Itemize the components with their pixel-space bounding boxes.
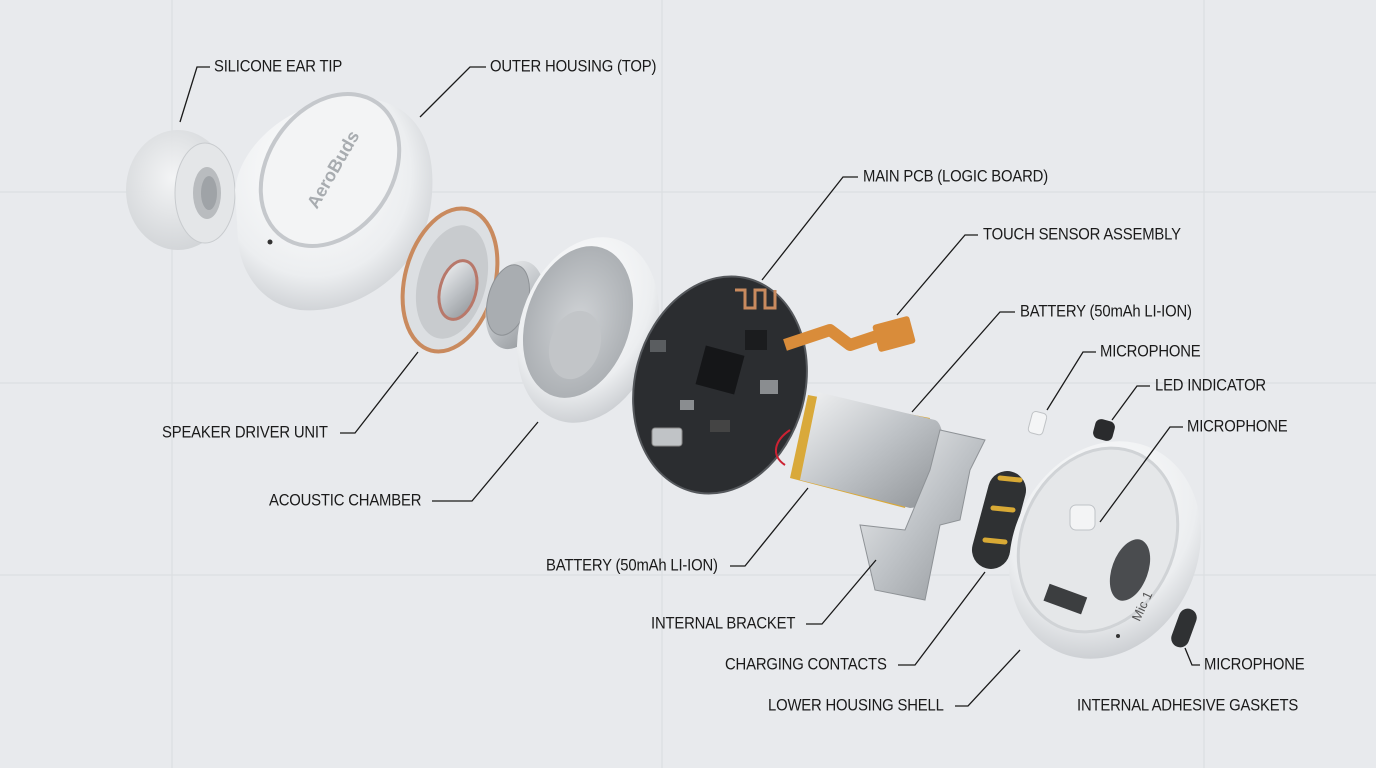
- microphone-part: [1027, 410, 1048, 436]
- outer-housing-top: AeroBuds: [235, 91, 433, 311]
- label-led-indicator: LED INDICATOR: [1155, 376, 1266, 395]
- microphone-mesh-part: [1171, 608, 1197, 648]
- label-battery-bottom: BATTERY (50mAh LI-ION): [546, 556, 718, 575]
- battery: [775, 392, 944, 508]
- acoustic-chamber: [516, 237, 660, 423]
- label-speaker-driver: SPEAKER DRIVER UNIT: [162, 423, 328, 442]
- leader-lines: [179, 66, 1200, 707]
- label-adhesive-gaskets: INTERNAL ADHESIVE GASKETS: [1077, 696, 1299, 715]
- touch-sensor-assembly: [783, 316, 916, 352]
- label-microphone-3: MICROPHONE: [1204, 655, 1305, 674]
- label-microphone-2: MICROPHONE: [1187, 417, 1288, 436]
- label-silicone-ear-tip: SILICONE EAR TIP: [214, 57, 343, 76]
- label-touch-sensor: TOUCH SENSOR ASSEMBLY: [983, 225, 1181, 244]
- charging-contacts: [971, 471, 1027, 569]
- led-indicator-part: [1093, 419, 1115, 441]
- label-charging-contacts: CHARGING CONTACTS: [725, 655, 887, 674]
- label-main-pcb: MAIN PCB (LOGIC BOARD): [863, 167, 1048, 186]
- lower-housing-shell: Mic 1: [1009, 441, 1201, 659]
- label-acoustic-chamber: ACOUSTIC CHAMBER: [269, 491, 422, 510]
- internal-bracket: [859, 429, 986, 601]
- silicone-ear-tip: [126, 130, 236, 250]
- label-battery-top: BATTERY (50mAh LI-ION): [1020, 302, 1192, 321]
- label-internal-bracket: INTERNAL BRACKET: [651, 614, 796, 633]
- label-microphone-1: MICROPHONE: [1100, 342, 1201, 361]
- main-pcb: [632, 275, 808, 495]
- label-outer-housing: OUTER HOUSING (TOP): [490, 57, 657, 76]
- label-lower-housing: LOWER HOUSING SHELL: [768, 696, 944, 715]
